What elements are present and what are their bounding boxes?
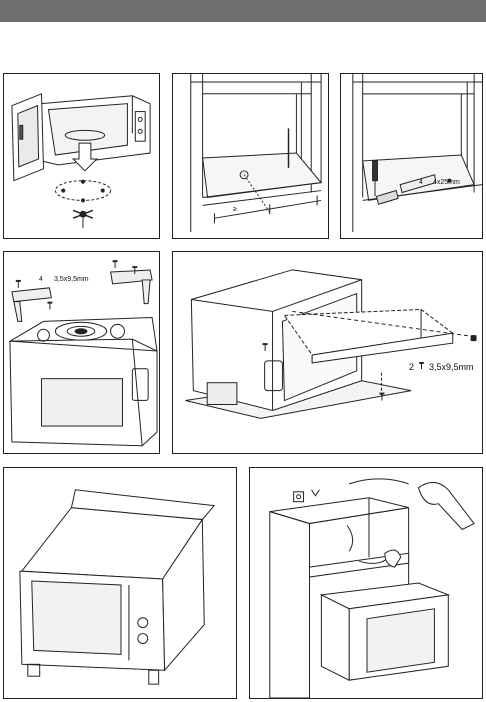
- dimension-label: ≥: [233, 206, 237, 213]
- microwave-icon: [173, 252, 482, 453]
- step-1-panel: [3, 73, 160, 239]
- step-5-panel: 2 3,5x9,5mm: [172, 251, 483, 454]
- step-4-count: 4: [39, 276, 43, 283]
- turntable-icon: [55, 180, 110, 228]
- cabinet-icon: [341, 74, 482, 238]
- microwave-icon: [4, 74, 159, 238]
- screw-icon: [16, 260, 137, 309]
- microwave-icon: [4, 468, 236, 698]
- step-5-screw-spec: 3,5x9,5mm: [429, 362, 474, 372]
- step-3-screw-spec: 4x25mm: [433, 179, 460, 186]
- header-bar: [0, 0, 486, 22]
- step-3-panel: 4 4x25mm: [340, 73, 483, 239]
- step-5-count: 2: [409, 362, 414, 372]
- arrow-icon: [347, 479, 408, 564]
- step-7-panel: [249, 467, 483, 699]
- step-2-panel: ≥: [172, 73, 329, 239]
- step-4-screw-spec: 3,5x9,5mm: [54, 276, 89, 283]
- step-6-panel: [3, 467, 237, 699]
- cabinet-icon: [173, 74, 328, 238]
- step-4-panel: 4 3,5x9,5mm: [3, 251, 160, 454]
- cabinet-icon: [250, 468, 482, 698]
- step-3-count: 4: [419, 179, 423, 186]
- plug-icon: [294, 490, 320, 502]
- screw-icon: [419, 362, 424, 369]
- hand-icon: [385, 482, 474, 567]
